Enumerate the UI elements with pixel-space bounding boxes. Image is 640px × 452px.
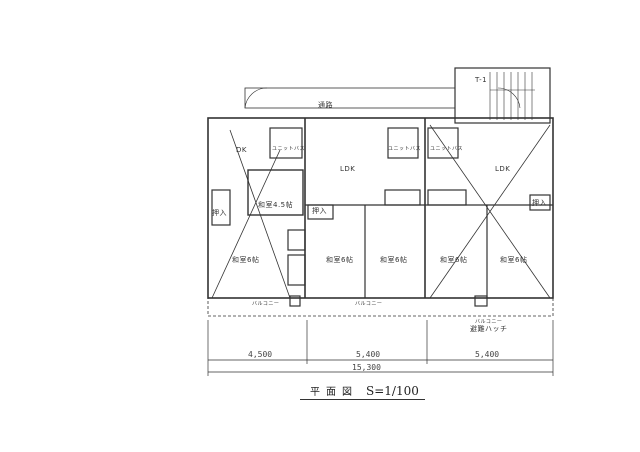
dimension-total: 15,300 [352,363,381,372]
label-unit1-room-b: 和室6帖 [232,256,260,264]
label-corridor: 通路 [318,101,333,109]
label-unit1-closet: 押入 [212,209,227,217]
label-unit1-bath: ユニットバス [272,146,306,152]
drawing-scale: S=1/100 [366,384,419,398]
corridor-outline [244,87,456,109]
dimension-segment-1: 4,500 [248,350,273,359]
drawing-title-jp: 平面図 [310,387,358,398]
label-unit1-balcony: バルコニー [252,301,280,307]
label-unit3-room-a: 和室6帖 [440,256,468,264]
label-unit2-bath: ユニットバス [388,146,422,152]
dimension-segment-2: 5,400 [356,350,381,359]
label-unit3-ldk: LDK [495,165,511,173]
label-unit2-closet: 押入 [312,207,327,215]
label-unit3-bath: ユニットバス [430,146,464,152]
label-evacuation-hatch: 避難ハッチ [470,325,508,333]
label-unit2-balcony: バルコニー [355,301,383,307]
label-unit1-room-a: 和室4.5帖 [258,201,294,209]
label-unit3-balcony: バルコニー [475,319,503,325]
label-unit2-room-a: 和室6帖 [326,256,354,264]
label-unit1-dk: DK [236,146,247,154]
drawing-title: 平面図 S=1/100 [300,383,425,400]
label-stair-tag: T-1 [475,76,488,84]
label-unit2-ldk: LDK [340,165,356,173]
stair-outline [454,67,551,124]
dimension-lines [207,320,554,376]
label-unit3-room-b: 和室6帖 [500,256,528,264]
stair-treads [489,72,535,120]
dimension-segment-3: 5,400 [475,350,500,359]
label-unit2-room-b: 和室6帖 [380,256,408,264]
balcony-outline [207,297,554,317]
label-unit3-closet: 押入 [532,199,547,207]
